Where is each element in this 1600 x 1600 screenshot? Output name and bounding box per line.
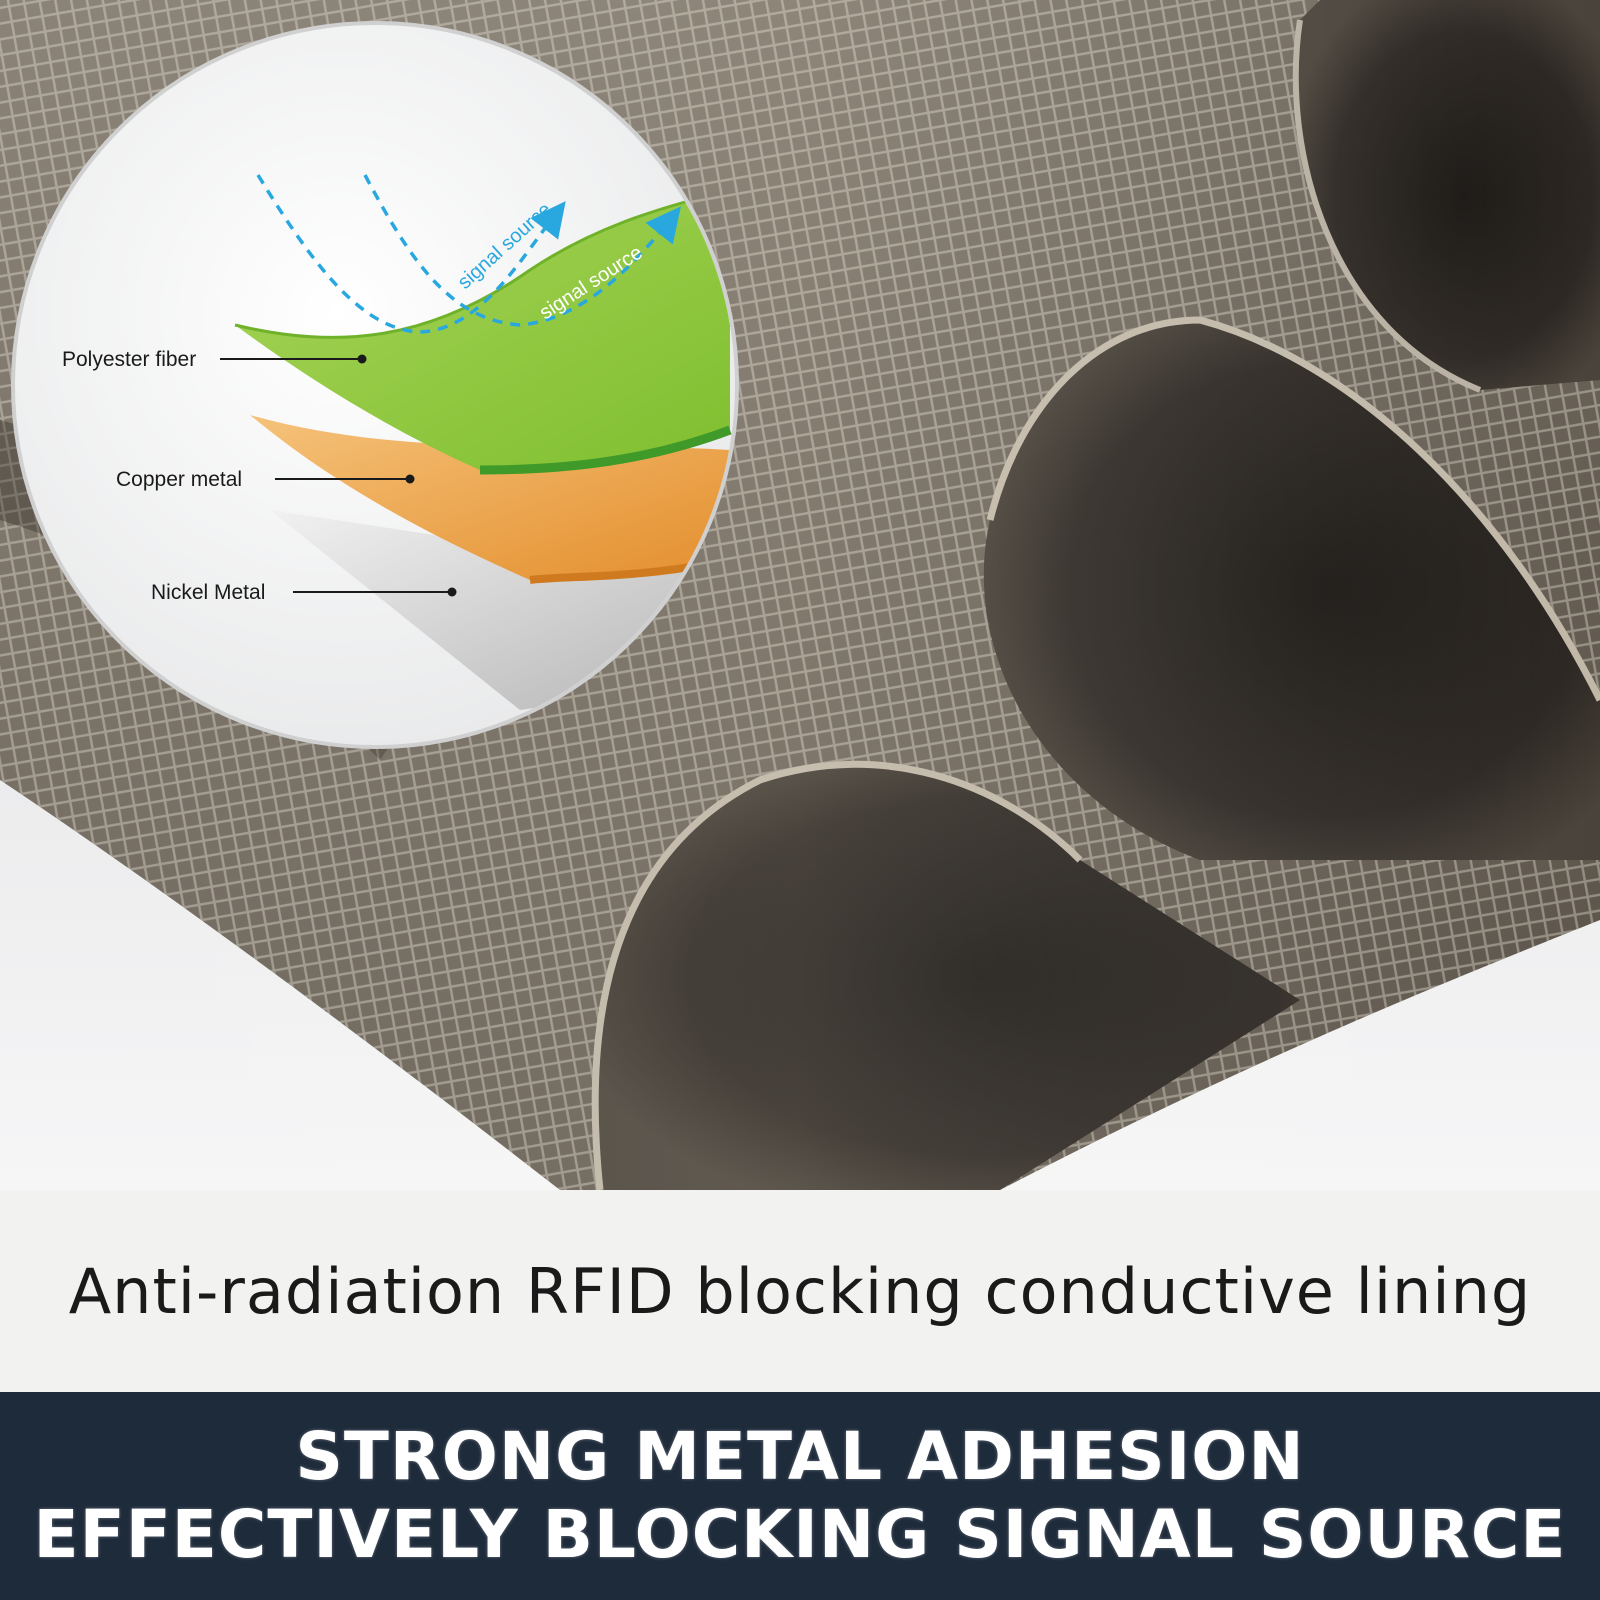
banner-line-1: STRONG METAL ADHESION [295,1418,1305,1495]
polyester-layer [235,190,730,470]
feature-banner: STRONG METAL ADHESION EFFECTIVELY BLOCKI… [0,1392,1600,1600]
label-polyester-fiber: Polyester fiber [62,348,196,371]
caption-band: Anti-radiation RFID blocking conductive … [0,1190,1600,1392]
label-nickel-metal: Nickel Metal [151,581,265,604]
label-copper-metal: Copper metal [116,468,242,491]
signal-arrow-icon [363,174,681,327]
layer-diagram-inset: signal source signal source Polyester fi… [11,21,739,749]
banner-line-2: EFFECTIVELY BLOCKING SIGNAL SOURCE [33,1496,1567,1573]
product-caption: Anti-radiation RFID blocking conductive … [68,1254,1532,1328]
